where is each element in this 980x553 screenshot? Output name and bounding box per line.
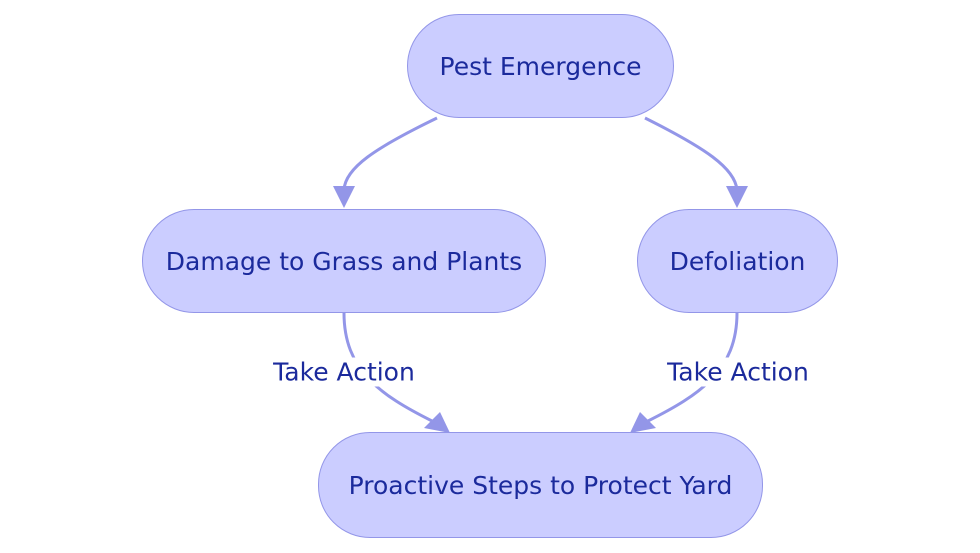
node-damage-to-grass: Damage to Grass and Plants [142, 209, 546, 313]
node-proactive-steps: Proactive Steps to Protect Yard [318, 432, 763, 538]
node-pest-emergence: Pest Emergence [407, 14, 674, 118]
node-pest-emergence-label: Pest Emergence [439, 51, 642, 81]
node-defoliation-label: Defoliation [669, 246, 806, 276]
edge-label-take-action-right: Take Action [665, 357, 811, 387]
edge-pest-to-defoliation [644, 116, 739, 191]
arrowhead-to-defoliation [726, 186, 748, 208]
node-proactive-steps-label: Proactive Steps to Protect Yard [348, 470, 733, 500]
arrowhead-to-damage [333, 186, 355, 208]
edge-label-take-action-left: Take Action [271, 357, 417, 387]
arrowhead-right-to-proactive [630, 412, 656, 433]
node-defoliation: Defoliation [637, 209, 838, 313]
edge-pest-to-damage [342, 116, 438, 191]
node-damage-to-grass-label: Damage to Grass and Plants [165, 246, 523, 276]
arrowhead-left-to-proactive [424, 412, 450, 433]
